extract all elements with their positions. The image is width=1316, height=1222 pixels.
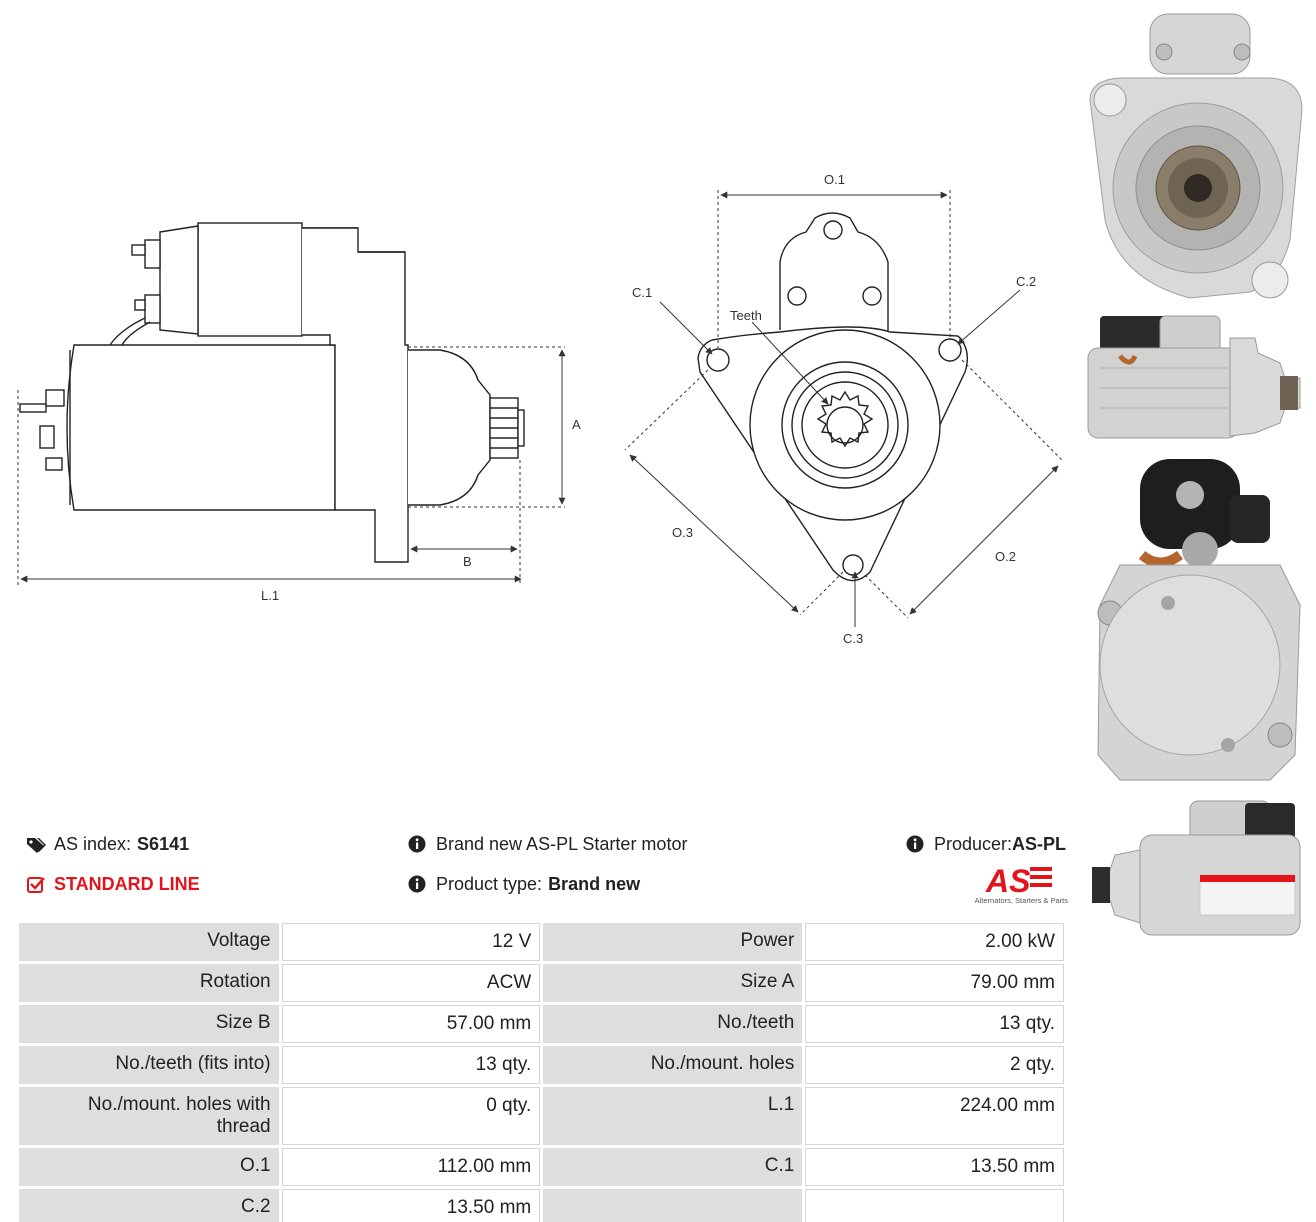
spec-label: No./teeth xyxy=(543,1005,803,1043)
info-circle-icon xyxy=(906,835,926,855)
description-row: Brand new AS-PL Starter motor xyxy=(408,834,687,855)
technical-drawings: A B L.1 xyxy=(17,172,1063,646)
spec-label: C.1 xyxy=(543,1148,803,1186)
as-index-label: AS index: xyxy=(54,834,132,854)
spec-value: 0 qty. xyxy=(281,1087,541,1145)
dim-label-teeth: Teeth xyxy=(730,308,762,323)
photo-rear-view[interactable] xyxy=(1080,455,1312,785)
logo-tagline: Alternators, Starters & Parts xyxy=(974,896,1068,905)
table-row: Size B 57.00 mm No./teeth 13 qty. xyxy=(19,1005,1064,1043)
spec-value: 57.00 mm xyxy=(281,1005,541,1043)
spec-label: Size B xyxy=(19,1005,279,1043)
product-type-value: Brand new xyxy=(548,874,641,894)
description-text: Brand new AS-PL Starter motor xyxy=(436,834,688,854)
photo-front-flange[interactable] xyxy=(1080,10,1310,302)
logo-text: AS xyxy=(985,863,1031,896)
spec-value: 2 qty. xyxy=(805,1046,1064,1084)
dim-label-o2: O.2 xyxy=(995,549,1016,564)
product-info: AS index: S6141 STANDARD LINE Brand new … xyxy=(0,826,1075,916)
spec-label: No./mount. holes with thread xyxy=(19,1087,279,1145)
photo-side-label-view[interactable] xyxy=(1080,795,1310,945)
dim-label-c1: C.1 xyxy=(632,285,652,300)
tags-icon xyxy=(26,835,46,855)
dim-label-a: A xyxy=(572,417,581,432)
spec-value: 13.50 mm xyxy=(281,1189,541,1222)
standard-line-row: STANDARD LINE xyxy=(26,874,200,895)
spec-value: 13.50 mm xyxy=(805,1148,1064,1186)
side-view-drawing xyxy=(19,222,525,563)
product-type-row: Product type: Brand new xyxy=(408,874,640,895)
as-index-row: AS index: S6141 xyxy=(26,834,189,855)
spec-label: L.1 xyxy=(543,1087,803,1145)
spec-label: No./mount. holes xyxy=(543,1046,803,1084)
front-view-drawing xyxy=(697,212,968,582)
table-row: Rotation ACW Size A 79.00 mm xyxy=(19,964,1064,1002)
logo-mark: AS xyxy=(985,863,1052,899)
producer-label: Producer: xyxy=(934,834,1013,854)
dim-label-o1: O.1 xyxy=(824,172,845,187)
standard-line-label: STANDARD LINE xyxy=(54,874,200,894)
photo-side-view[interactable] xyxy=(1080,308,1310,448)
spec-label: Size A xyxy=(543,964,803,1002)
drawing-canvas: A B L.1 xyxy=(17,172,1063,646)
side-view-dimensions xyxy=(17,346,566,585)
dim-label-o3: O.3 xyxy=(672,525,693,540)
spec-label xyxy=(543,1189,803,1222)
spec-label: C.2 xyxy=(19,1189,279,1222)
spec-value: 12 V xyxy=(281,923,541,961)
specifications-table: Voltage 12 V Power 2.00 kW Rotation ACW … xyxy=(16,920,1067,1222)
check-square-icon xyxy=(26,875,46,895)
spec-label: O.1 xyxy=(19,1148,279,1186)
spec-value: ACW xyxy=(281,964,541,1002)
spec-value: 13 qty. xyxy=(281,1046,541,1084)
info-circle-icon xyxy=(408,835,428,855)
dim-label-c3: C.3 xyxy=(843,631,863,646)
front-view-dimensions xyxy=(624,190,1063,627)
producer-value: AS-PL xyxy=(1012,834,1067,854)
table-row: O.1 112.00 mm C.1 13.50 mm xyxy=(19,1148,1064,1186)
dim-label-l1: L.1 xyxy=(261,588,279,603)
spec-label: Power xyxy=(543,923,803,961)
spec-value: 224.00 mm xyxy=(805,1087,1064,1145)
producer-row: Producer: AS-PL xyxy=(906,834,1066,855)
spec-label: Rotation xyxy=(19,964,279,1002)
product-photos xyxy=(1080,0,1316,960)
info-circle-icon xyxy=(408,875,428,895)
table-row: No./teeth (fits into) 13 qty. No./mount.… xyxy=(19,1046,1064,1084)
spec-value: 79.00 mm xyxy=(805,964,1064,1002)
table-row: Voltage 12 V Power 2.00 kW xyxy=(19,923,1064,961)
as-pl-logo[interactable]: AS Alternators, Starters & Parts xyxy=(960,862,1068,908)
dim-label-c2: C.2 xyxy=(1016,274,1036,289)
spec-label: Voltage xyxy=(19,923,279,961)
spec-value: 112.00 mm xyxy=(281,1148,541,1186)
spec-label: No./teeth (fits into) xyxy=(19,1046,279,1084)
as-index-value: S6141 xyxy=(137,834,190,854)
table-row: C.2 13.50 mm xyxy=(19,1189,1064,1222)
product-type-label: Product type: xyxy=(436,874,543,894)
spec-value: 13 qty. xyxy=(805,1005,1064,1043)
dim-label-b: B xyxy=(463,554,472,569)
table-row: No./mount. holes with thread 0 qty. L.1 … xyxy=(19,1087,1064,1145)
spec-value: 2.00 kW xyxy=(805,923,1064,961)
spec-value xyxy=(805,1189,1064,1222)
